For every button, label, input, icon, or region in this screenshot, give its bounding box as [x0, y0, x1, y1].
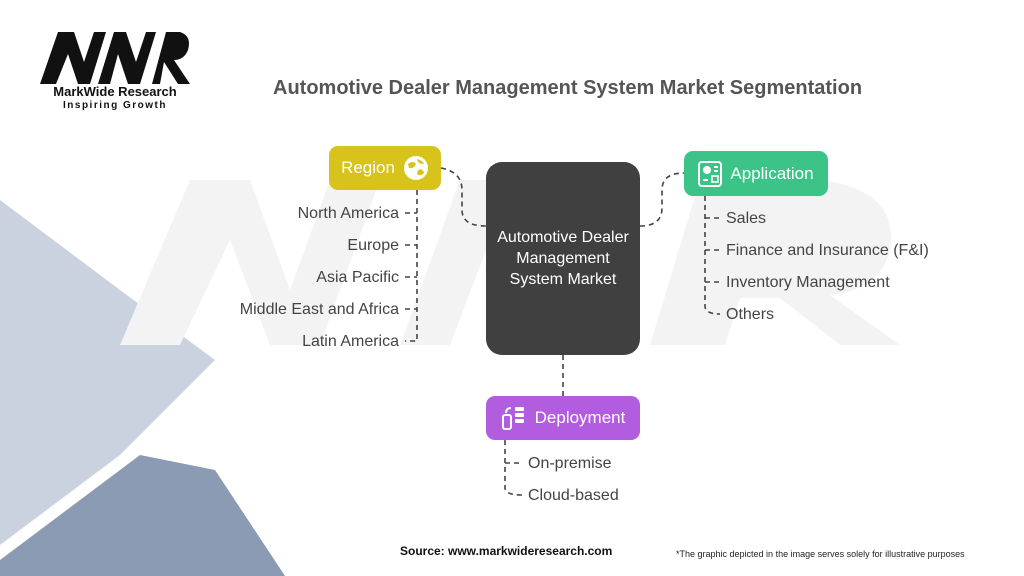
- application-node: Application: [684, 151, 828, 196]
- source-text: Source: www.markwideresearch.com: [400, 544, 613, 558]
- logo-tagline: Inspiring Growth: [63, 100, 167, 111]
- application-item: Sales: [726, 210, 767, 227]
- page-title: Automotive Dealer Management System Mark…: [273, 77, 863, 99]
- application-item: Finance and Insurance (F&I): [726, 242, 929, 259]
- application-label: Application: [730, 163, 814, 183]
- deployment-item: On-premise: [528, 455, 612, 472]
- region-label: Region: [341, 158, 395, 177]
- deployment-label: Deployment: [534, 408, 626, 427]
- globe-icon: [403, 156, 428, 180]
- application-item: Inventory Management: [726, 274, 890, 291]
- server-device-icon: [501, 407, 524, 430]
- deployment-item: Cloud-based: [528, 487, 619, 504]
- dashboard-icon: [698, 160, 723, 187]
- deployment-node: Deployment: [486, 396, 640, 440]
- logo-mark: [40, 32, 190, 84]
- disclaimer-text: *The graphic depicted in the image serve…: [676, 549, 965, 559]
- center-label: Automotive Dealer Management System Mark…: [497, 229, 629, 288]
- region-item: North America: [297, 205, 399, 222]
- center-node: Automotive Dealer Management System Mark…: [486, 162, 640, 355]
- region-item: Middle East and Africa: [239, 301, 399, 318]
- region-node: Region: [329, 146, 441, 190]
- logo-name: MarkWide Research: [53, 84, 177, 99]
- region-item: Latin America: [302, 333, 399, 350]
- region-item: Asia Pacific: [316, 269, 399, 286]
- region-item: Europe: [347, 237, 399, 254]
- application-item: Others: [726, 306, 775, 323]
